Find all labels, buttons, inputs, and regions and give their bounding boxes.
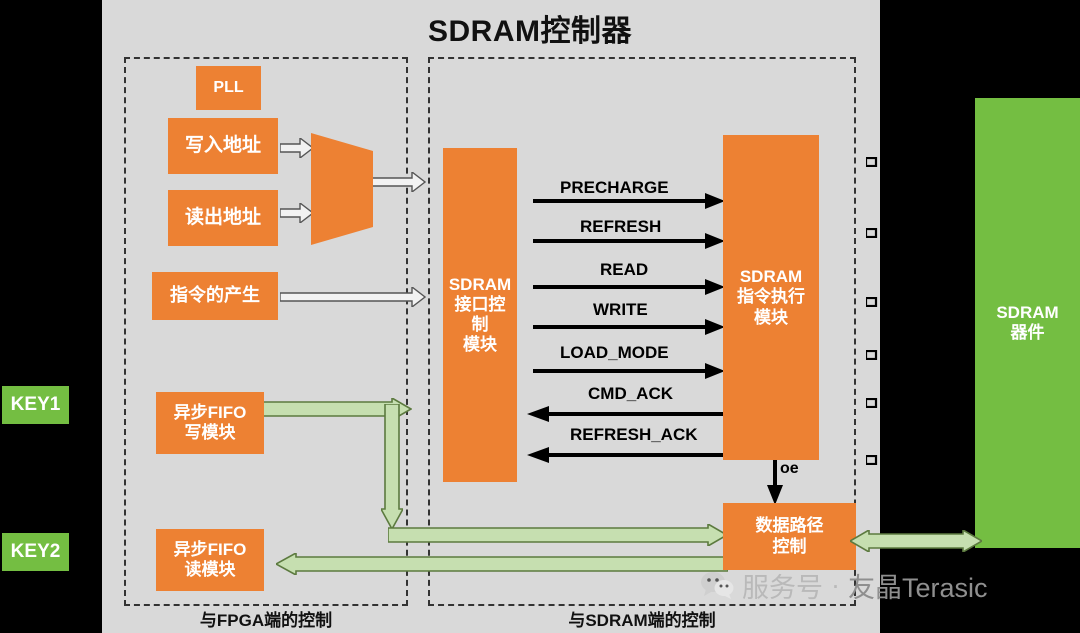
signal-label-refresh-ack: REFRESH_ACK xyxy=(570,425,698,444)
key1-button[interactable]: KEY1 xyxy=(2,386,69,424)
letterbox-left xyxy=(0,0,102,633)
green-arrow-data-path-to-sdram-device xyxy=(850,530,982,552)
signal-label-load-mode: LOAD_MODE xyxy=(560,343,669,362)
signal-arrow-refresh xyxy=(533,232,725,250)
signal-arrow-write xyxy=(533,318,725,336)
group-label-sdram-side: 与SDRAM端的控制 xyxy=(568,611,716,630)
block-sdram-interface-control: SDRAM 接口控 制 模块 xyxy=(443,148,517,482)
block-pll: PLL xyxy=(196,66,261,110)
connector-stub-2 xyxy=(866,228,880,238)
signal-label-precharge: PRECHARGE xyxy=(560,178,669,197)
green-arrow-to-data-path-control xyxy=(388,524,728,546)
signal-label-oe: oe xyxy=(780,460,799,477)
signal-label-read: READ xyxy=(600,260,649,279)
address-mux xyxy=(311,133,373,245)
connector-stub-3 xyxy=(866,297,880,307)
block-sdram-command-execute: SDRAM 指令执行 模块 xyxy=(723,135,819,460)
block-async-fifo-write: 异步FIFO 写模块 xyxy=(156,392,264,454)
diagram-title: SDRAM控制器 xyxy=(428,15,632,48)
block-async-fifo-read: 异步FIFO 读模块 xyxy=(156,529,264,591)
block-read-address: 读出地址 xyxy=(168,190,278,246)
block-data-path-control: 数据路径 控制 xyxy=(723,503,856,570)
arrow-command-generation-to-interface-control xyxy=(280,287,426,307)
group-label-fpga-side: 与FPGA端的控制 xyxy=(199,611,333,630)
signal-label-write: WRITE xyxy=(593,300,648,319)
green-arrow-data-path-to-fifo-read xyxy=(276,553,728,575)
watermark: 服务号 · 友晶Terasic xyxy=(700,565,988,605)
watermark-left-text: 服务号 xyxy=(742,572,823,603)
signal-label-refresh: REFRESH xyxy=(580,217,662,236)
watermark-separator: · xyxy=(831,569,840,600)
block-command-generation: 指令的产生 xyxy=(152,272,278,320)
key2-button[interactable]: KEY2 xyxy=(2,533,69,571)
connector-stub-5 xyxy=(866,398,880,408)
watermark-right-text: 友晶Terasic xyxy=(848,572,988,603)
arrow-read-address-to-mux xyxy=(280,203,314,223)
group-box-fpga-side xyxy=(124,57,408,606)
wechat-icon xyxy=(700,571,734,599)
signal-arrow-precharge xyxy=(533,192,725,210)
group-box-sdram-side xyxy=(428,57,856,606)
connector-stub-4 xyxy=(866,350,880,360)
block-write-address: 写入地址 xyxy=(168,118,278,174)
signal-arrow-load-mode xyxy=(533,362,725,380)
connector-stub-1 xyxy=(866,157,880,167)
block-sdram-device: SDRAM 器件 xyxy=(975,98,1080,548)
signal-arrow-cmd-ack xyxy=(527,405,725,423)
signal-arrow-refresh-ack xyxy=(527,446,725,464)
green-arrow-fifo-write-out xyxy=(262,398,412,420)
connector-stub-6 xyxy=(866,455,880,465)
signal-label-cmd-ack: CMD_ACK xyxy=(588,384,673,403)
arrow-write-address-to-mux xyxy=(280,138,314,158)
signal-arrow-read xyxy=(533,278,725,296)
green-arrow-fifo-write-down xyxy=(381,404,403,530)
signal-arrow-oe xyxy=(765,459,785,505)
